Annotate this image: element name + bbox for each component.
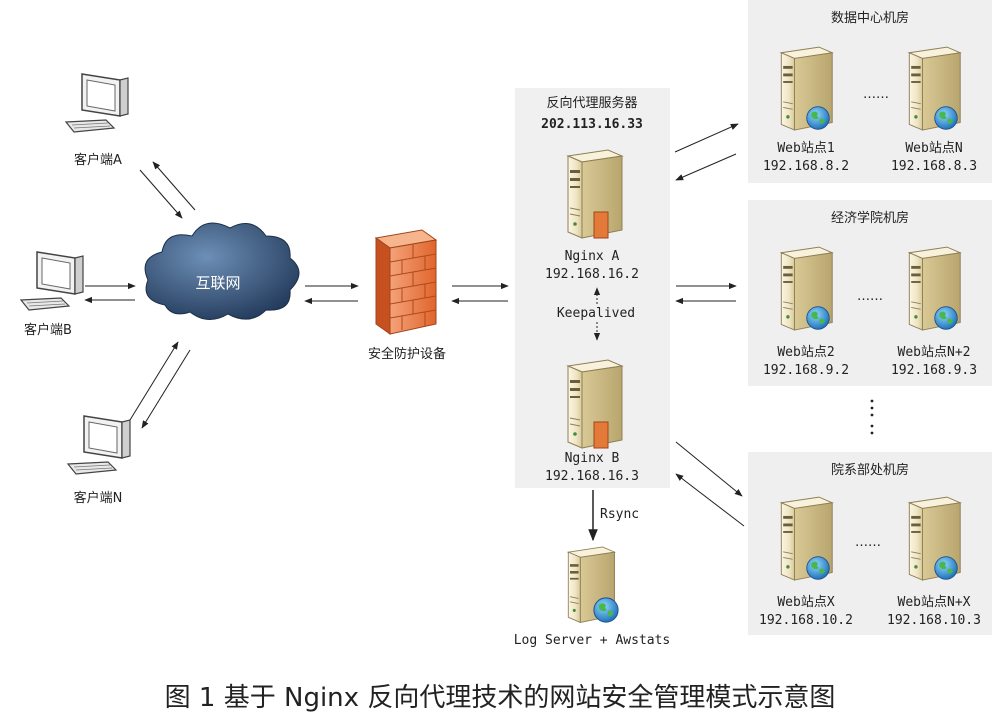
rsync-label: Rsync — [600, 507, 639, 522]
web-site-ip: 192.168.8.2 — [763, 159, 849, 174]
vertical-ellipsis — [870, 399, 874, 435]
nginx-b-server[interactable]: Nginx B 192.168.16.3 — [545, 359, 639, 484]
web-site-ip: 192.168.10.3 — [887, 613, 981, 628]
nginx-a-ip: 192.168.16.2 — [545, 267, 639, 282]
client-a-label: 客户端A — [74, 152, 122, 168]
globe-icon — [806, 306, 830, 330]
web-site-ip: 192.168.10.2 — [759, 613, 853, 628]
firewall-label: 安全防护设备 — [368, 346, 446, 362]
globe-icon — [934, 306, 958, 330]
web-site-name: Web站点N+X — [898, 595, 971, 610]
firewall-mini-icon — [593, 421, 609, 449]
cloud-icon — [144, 222, 300, 320]
ellipsis: …… — [855, 535, 881, 550]
computer-icon — [65, 73, 129, 133]
web-site-name: Web站点N — [905, 141, 962, 156]
figure-caption: 图 1 基于 Nginx 反向代理技术的网站安全管理模式示意图 — [165, 683, 836, 713]
proxy-title: 反向代理服务器 — [546, 95, 637, 111]
room-departments: 院系部处机房 Web站点X 192.168.10.2 …… Web站点N+X 1… — [759, 462, 981, 628]
web-site-ip: 192.168.9.3 — [891, 363, 977, 378]
globe-icon — [806, 106, 830, 130]
log-server-label: Log Server + Awstats — [514, 633, 671, 648]
connection-arrows — [84, 123, 745, 527]
client-n[interactable]: 客户端N — [67, 415, 131, 506]
keepalived-link: Keepalived — [555, 287, 637, 341]
log-server[interactable]: Log Server + Awstats — [514, 546, 671, 648]
firewall-icon — [375, 229, 437, 335]
globe-icon — [934, 106, 958, 130]
keepalived-label: Keepalived — [557, 306, 635, 321]
client-a[interactable]: 客户端A — [65, 73, 129, 168]
nginx-a-server[interactable]: Nginx A 192.168.16.2 — [545, 149, 639, 282]
web-server-left[interactable]: Web站点X 192.168.10.2 — [759, 496, 853, 628]
nginx-b-ip: 192.168.16.3 — [545, 469, 639, 484]
room-title: 院系部处机房 — [831, 462, 909, 478]
internet-cloud: 互联网 — [144, 222, 300, 320]
web-site-name: Web站点1 — [777, 141, 834, 156]
computer-icon — [67, 415, 131, 475]
web-server-right[interactable]: Web站点N+2 192.168.9.3 — [891, 246, 977, 378]
web-server-left[interactable]: Web站点2 192.168.9.2 — [763, 246, 849, 378]
room-title: 数据中心机房 — [831, 10, 909, 26]
client-n-label: 客户端N — [74, 490, 123, 506]
room-title: 经济学院机房 — [831, 210, 909, 226]
computer-icon — [20, 251, 84, 311]
internet-label: 互联网 — [195, 274, 240, 292]
firewall-mini-icon — [593, 211, 609, 239]
ellipsis: …… — [863, 87, 889, 102]
nginx-a-name: Nginx A — [565, 249, 620, 264]
room-economics: 经济学院机房 Web站点2 192.168.9.2 …… Web站点N+2 19… — [763, 210, 977, 378]
client-b[interactable]: 客户端B — [20, 251, 84, 338]
web-site-name: Web站点X — [777, 595, 834, 610]
globe-icon — [806, 556, 830, 580]
nginx-b-name: Nginx B — [565, 451, 620, 466]
proxy-ip: 202.113.16.33 — [541, 117, 643, 132]
ellipsis: …… — [857, 289, 883, 304]
web-site-name: Web站点N+2 — [898, 345, 971, 360]
web-site-ip: 192.168.8.3 — [891, 159, 977, 174]
globe-icon — [593, 597, 619, 623]
client-b-label: 客户端B — [24, 322, 72, 338]
web-server-right[interactable]: Web站点N+X 192.168.10.3 — [887, 496, 981, 628]
globe-icon — [934, 556, 958, 580]
web-server-left[interactable]: Web站点1 192.168.8.2 — [763, 46, 849, 174]
web-site-name: Web站点2 — [777, 345, 834, 360]
room-datacenter: 数据中心机房 Web站点1 192.168.8.2 …… Web站点N 192.… — [763, 10, 977, 174]
firewall: 安全防护设备 — [368, 229, 446, 362]
web-server-right[interactable]: Web站点N 192.168.8.3 — [891, 46, 977, 174]
web-site-ip: 192.168.9.2 — [763, 363, 849, 378]
